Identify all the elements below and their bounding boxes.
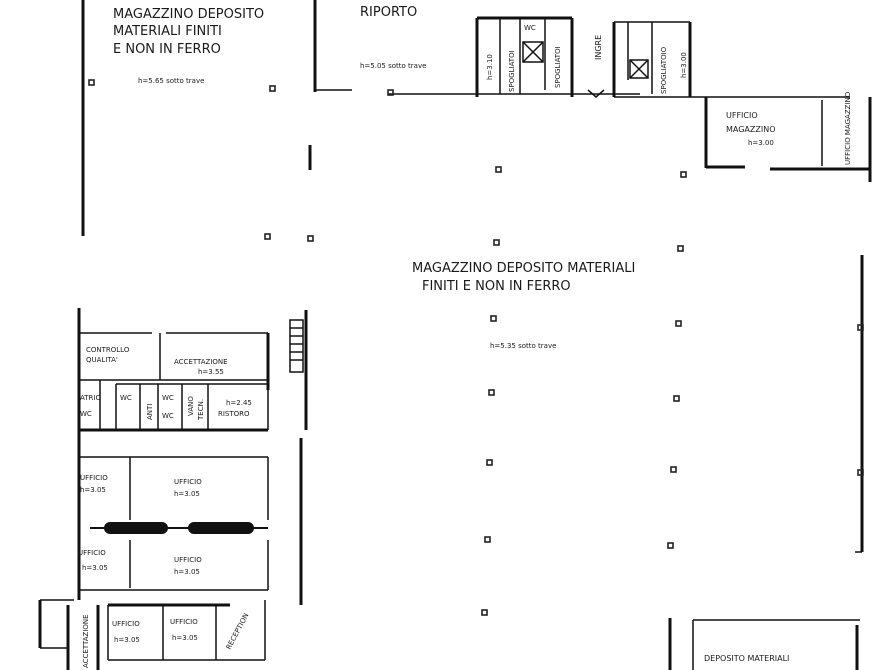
ufficio-2-height: h=3.05 bbox=[174, 490, 200, 498]
center-warehouse-title-line2: FINITI E NON IN FERRO bbox=[422, 279, 571, 294]
main-warehouse-label-line3: E NON IN FERRO bbox=[113, 42, 221, 57]
height-300-label: h=3.00 bbox=[680, 52, 688, 78]
ufficio-1-height: h=3.05 bbox=[80, 486, 106, 494]
controllo-qualita-line2: QUALITA' bbox=[86, 356, 118, 364]
accettazione-height: h=3.55 bbox=[198, 368, 224, 376]
anti-label: ANTI bbox=[146, 404, 154, 420]
staircase bbox=[289, 319, 304, 373]
ufficio-magazzino-line1: UFFICIO bbox=[726, 111, 758, 120]
spogliatoi-label: SPOGLIATOI bbox=[508, 50, 516, 92]
ristoro-height: h=2.45 bbox=[226, 399, 252, 407]
wc-c-label: WC bbox=[162, 394, 174, 402]
height-310-label: h=3.10 bbox=[486, 54, 494, 80]
ufficio-5-label: UFFICIO bbox=[112, 620, 140, 628]
wc-locker-label: WC bbox=[524, 24, 536, 32]
ingresso-label: INGRE bbox=[594, 35, 603, 60]
deposito-materiali-label: DEPOSITO MATERIALI bbox=[704, 654, 789, 663]
riporto-label: RIPORTO bbox=[360, 5, 417, 20]
ufficio-magazzino-side: UFFICIO MAGAZZINO bbox=[844, 91, 852, 165]
wc-a-label: WC bbox=[80, 410, 92, 418]
ufficio-6-label: UFFICIO bbox=[170, 618, 198, 626]
corridor-furniture bbox=[90, 522, 268, 534]
ufficio-3-height: h=3.05 bbox=[82, 564, 108, 572]
spogliatoi2-label: SPOGLIATOI bbox=[554, 46, 562, 88]
controllo-qualita-line1: CONTROLLO bbox=[86, 346, 130, 354]
ufficio-4-height: h=3.05 bbox=[174, 568, 200, 576]
columns bbox=[88, 79, 864, 616]
wc-d-label: WC bbox=[162, 412, 174, 420]
ristoro-label: RISTORO bbox=[218, 410, 250, 418]
room-labels: MAGAZZINO DEPOSITO MATERIALI FINITI E NO… bbox=[78, 5, 852, 668]
center-height-label: h=5.35 sotto trave bbox=[490, 342, 556, 350]
main-warehouse-label-line1: MAGAZZINO DEPOSITO bbox=[113, 7, 264, 22]
reception-label: RECEPTION bbox=[225, 612, 251, 651]
main-warehouse-label-line2: MATERIALI FINITI bbox=[113, 24, 222, 39]
ufficio-5-height: h=3.05 bbox=[114, 636, 140, 644]
accettazione-label: ACCETTAZIONE bbox=[174, 358, 228, 366]
locker-fixtures bbox=[522, 41, 649, 79]
center-warehouse-title-line1: MAGAZZINO DEPOSITO MATERIALI bbox=[412, 261, 635, 276]
height-top-mid: h=5.05 sotto trave bbox=[360, 62, 426, 70]
ufficio-6-height: h=3.05 bbox=[172, 634, 198, 642]
vano-tecn-line2: TECN. bbox=[197, 399, 205, 421]
vano-tecn-line1: VANO bbox=[187, 396, 195, 416]
walls bbox=[38, 0, 872, 670]
wc-b-label: WC bbox=[120, 394, 132, 402]
ufficio-magazzino-height: h=3.00 bbox=[748, 139, 774, 147]
atrio-label: ATRIO bbox=[80, 394, 101, 402]
ufficio-4-label: UFFICIO bbox=[174, 556, 202, 564]
height-top-left: h=5.65 sotto trave bbox=[138, 77, 204, 85]
ufficio-3-label: UFFICIO bbox=[78, 549, 106, 557]
ufficio-magazzino-line2: MAGAZZINO bbox=[726, 125, 776, 134]
ufficio-2-label: UFFICIO bbox=[174, 478, 202, 486]
spogliatoio-label: SPOGLIATOIO bbox=[660, 46, 668, 94]
accettazione-vertical: ACCETTAZIONE bbox=[82, 614, 90, 668]
ufficio-1-label: UFFICIO bbox=[80, 474, 108, 482]
